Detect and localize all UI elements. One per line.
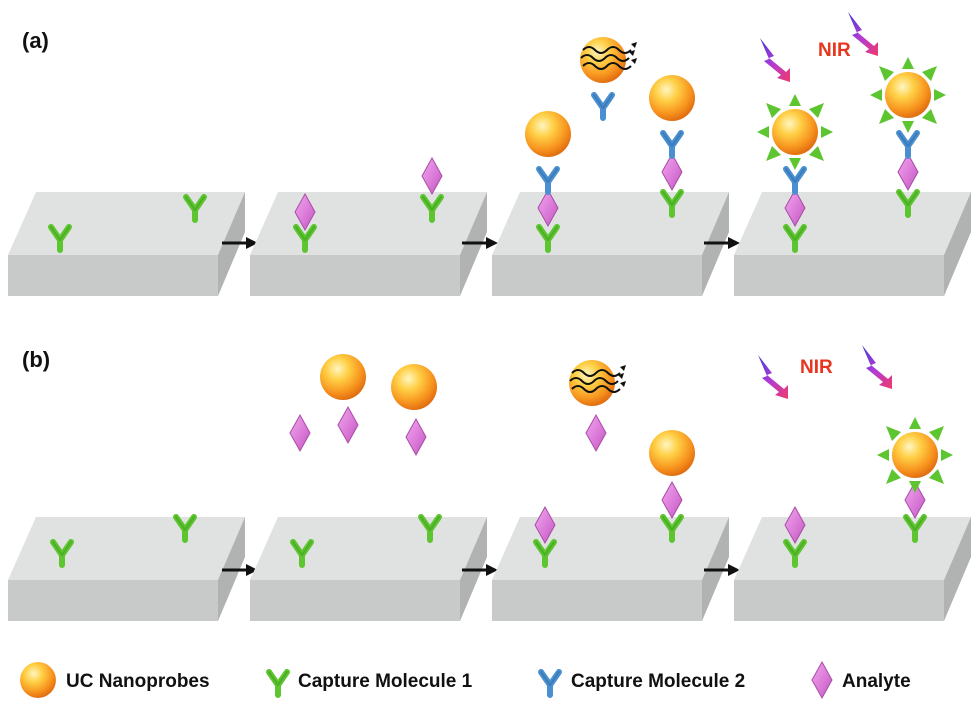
uc-nanoprobe-icon	[20, 662, 56, 698]
uc-nanoprobe-icon	[391, 364, 437, 410]
panel-a-step-1	[8, 192, 245, 296]
analyte-icon	[585, 414, 607, 452]
capture-molecule-1-icon	[269, 672, 287, 695]
substrate-plate	[250, 517, 487, 621]
analyte-icon	[421, 157, 443, 195]
substrate-plate	[734, 192, 971, 296]
analyte-icon	[811, 661, 833, 699]
uc-nanoprobe-icon	[649, 75, 695, 121]
analyte-icon	[405, 418, 427, 456]
panel-b-step-1	[8, 517, 245, 621]
panel-b-step-4: NIR	[734, 345, 971, 621]
analyte-icon	[661, 481, 683, 519]
nir-lightning-icon	[758, 355, 788, 399]
capture-molecule-2-icon	[899, 133, 917, 156]
uc-nanoprobe-icon	[649, 430, 695, 476]
panel-a-step-2	[250, 157, 487, 296]
panel-b-label: (b)	[22, 347, 50, 372]
panel-b-step-3	[492, 360, 729, 621]
capture-molecule-2-icon	[786, 169, 804, 192]
panel-a-label: (a)	[22, 28, 49, 53]
analyte-icon	[289, 414, 311, 452]
capture-molecule-2-icon	[541, 672, 559, 695]
capture-molecule-2-icon	[594, 95, 612, 118]
nir-label: NIR	[818, 40, 851, 61]
substrate-plate	[492, 192, 729, 296]
nir-lightning-icon	[760, 38, 790, 82]
analyte-icon	[337, 406, 359, 444]
nir-label: NIR	[800, 357, 833, 378]
nir-lightning-icon	[862, 345, 892, 389]
panel-a-step-4: NIR	[734, 12, 971, 296]
panel-a: (a)	[8, 12, 971, 296]
substrate-plate	[8, 192, 245, 296]
nir-lightning-icon	[848, 12, 878, 56]
legend-label-analyte: Analyte	[842, 671, 911, 692]
analyte-icon	[661, 153, 683, 191]
panel-b: (b)	[8, 345, 971, 621]
legend-label-uc-nanoprobes: UC Nanoprobes	[66, 671, 210, 692]
panel-a-step-3	[492, 37, 729, 296]
legend: UC Nanoprobes Capture Molecule 1 Capture…	[20, 661, 911, 699]
capture-molecule-2-icon	[663, 133, 681, 156]
uc-nanoprobe-icon	[320, 354, 366, 400]
panel-b-step-2	[250, 354, 487, 621]
substrate-plate	[250, 192, 487, 296]
legend-label-capture-molecule-1: Capture Molecule 1	[298, 671, 473, 692]
substrate-plate	[492, 517, 729, 621]
substrate-plate	[734, 517, 971, 621]
uc-nanoprobe-icon	[525, 111, 571, 157]
glowing-nanoprobe-icon	[870, 57, 946, 133]
glowing-nanoprobe-icon	[757, 94, 833, 170]
glowing-nanoprobe-icon	[877, 417, 953, 493]
legend-label-capture-molecule-2: Capture Molecule 2	[571, 671, 745, 692]
capture-molecule-2-icon	[539, 169, 557, 192]
analyte-icon	[897, 153, 919, 191]
substrate-plate	[8, 517, 245, 621]
